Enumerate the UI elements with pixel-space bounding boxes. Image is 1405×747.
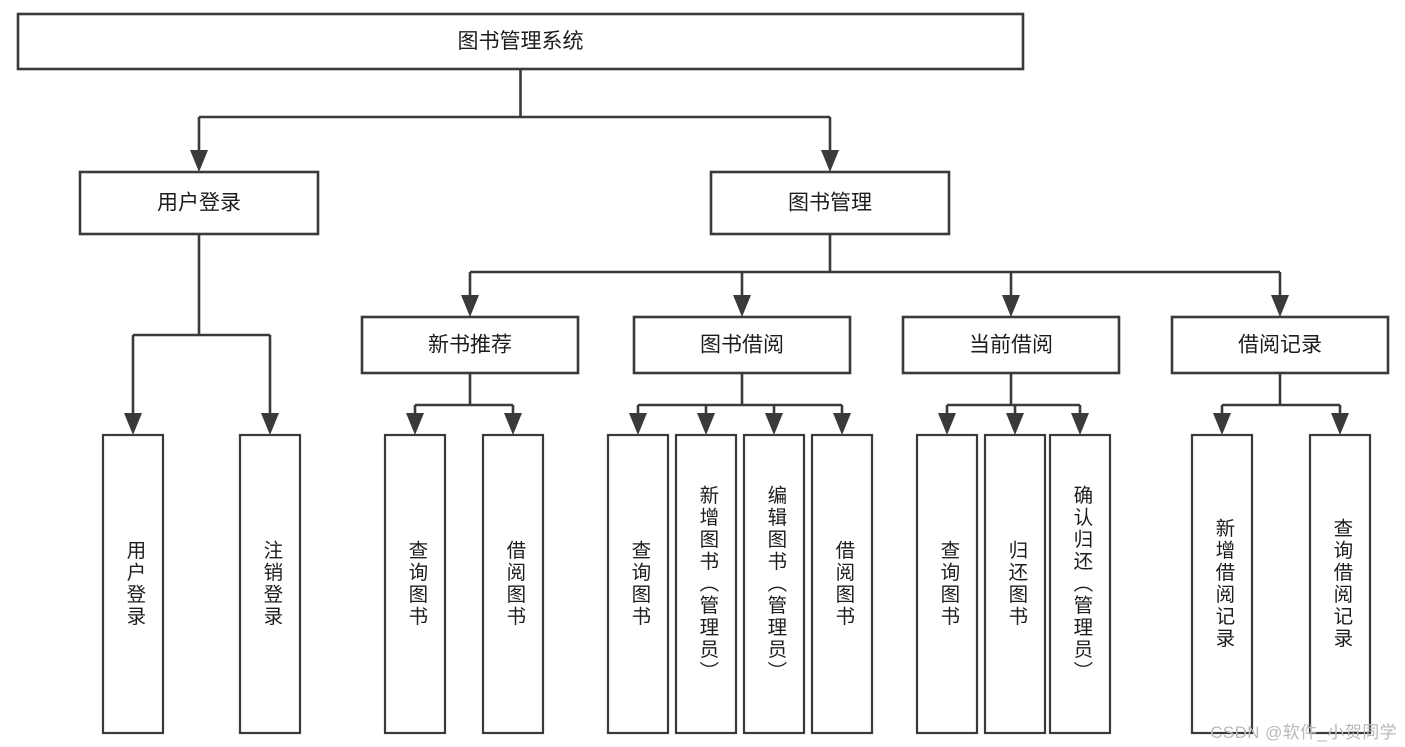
node-label: 归还图书 xyxy=(1005,540,1028,628)
node-box xyxy=(810,433,874,735)
arrow-head-icon xyxy=(504,413,522,435)
node-box xyxy=(915,433,979,735)
arrow-head-icon xyxy=(765,413,783,435)
node-box xyxy=(1308,433,1372,735)
node-label: 新书推荐 xyxy=(428,334,512,357)
arrow-head-icon xyxy=(261,413,279,435)
node-new-book-rec[interactable]: 新书推荐 xyxy=(360,315,580,375)
node-box xyxy=(16,12,1025,71)
node-box xyxy=(674,433,738,735)
node-label: 注销登录 xyxy=(260,540,283,628)
arrow-head-icon xyxy=(1002,295,1020,317)
node-leaf-borrow-book-rec[interactable]: 借阅图书 xyxy=(481,433,545,735)
arrow-head-icon xyxy=(629,413,647,435)
node-label: 用户登录 xyxy=(123,540,146,628)
node-book-manage[interactable]: 图书管理 xyxy=(709,170,951,236)
arrow-head-icon xyxy=(938,413,956,435)
connector-newbookrec-to-leaves xyxy=(406,373,522,435)
arrow-head-icon xyxy=(406,413,424,435)
node-current-borrow[interactable]: 当前借阅 xyxy=(901,315,1121,375)
arrow-head-icon xyxy=(124,413,142,435)
connector-bookborrow-to-leaves xyxy=(629,373,851,435)
node-box xyxy=(1170,315,1390,375)
node-box xyxy=(1190,433,1254,735)
node-leaf-user-login[interactable]: 用户登录 xyxy=(101,433,165,735)
node-box xyxy=(901,315,1121,375)
node-leaf-add-record[interactable]: 新增借阅记录 xyxy=(1190,433,1254,735)
node-leaf-edit-book[interactable]: 编辑图书（管理员） xyxy=(742,433,806,735)
arrow-head-icon xyxy=(461,295,479,317)
node-leaf-logout[interactable]: 注销登录 xyxy=(238,433,302,735)
node-label: 查询借阅记录 xyxy=(1330,518,1353,650)
connector-layer xyxy=(124,69,1349,435)
node-box xyxy=(606,433,670,735)
node-borrow-record[interactable]: 借阅记录 xyxy=(1170,315,1390,375)
node-leaf-borrow-book[interactable]: 借阅图书 xyxy=(810,433,874,735)
arrow-head-icon xyxy=(833,413,851,435)
arrow-head-icon xyxy=(1071,413,1089,435)
node-root[interactable]: 图书管理系统 xyxy=(16,12,1025,71)
node-label: 查询图书 xyxy=(937,540,960,628)
node-label: 图书管理系统 xyxy=(458,30,584,53)
node-box xyxy=(632,315,852,375)
arrow-head-icon xyxy=(190,150,208,172)
arrow-head-icon xyxy=(1006,413,1024,435)
node-user-login[interactable]: 用户登录 xyxy=(78,170,320,236)
node-box xyxy=(1048,433,1112,735)
node-leaf-confirm-return[interactable]: 确认归还（管理员） xyxy=(1048,433,1112,735)
node-box xyxy=(983,433,1047,735)
node-box xyxy=(238,433,302,735)
node-label: 借阅图书 xyxy=(503,540,526,628)
node-label: 用户登录 xyxy=(157,192,241,215)
node-box xyxy=(78,170,320,236)
node-label: 确认归还（管理员） xyxy=(1070,485,1093,683)
node-box xyxy=(481,433,545,735)
node-leaf-query-book-rec[interactable]: 查询图书 xyxy=(383,433,447,735)
node-label: 查询图书 xyxy=(405,540,428,628)
node-leaf-add-book[interactable]: 新增图书（管理员） xyxy=(674,433,738,735)
node-leaf-query-record[interactable]: 查询借阅记录 xyxy=(1308,433,1372,735)
node-box xyxy=(742,433,806,735)
node-box xyxy=(709,170,951,236)
connector-borrowrecord-to-leaves xyxy=(1213,373,1349,435)
node-label: 查询图书 xyxy=(628,540,651,628)
node-box xyxy=(383,433,447,735)
node-layer: 图书管理系统用户登录图书管理新书推荐图书借阅当前借阅借阅记录用户登录注销登录查询… xyxy=(16,12,1390,735)
arrow-head-icon xyxy=(733,295,751,317)
connector-currentborrow-to-leaves xyxy=(938,373,1089,435)
arrow-head-icon xyxy=(1213,413,1231,435)
node-label: 新增图书（管理员） xyxy=(696,485,719,683)
node-label: 编辑图书（管理员） xyxy=(764,485,787,683)
node-leaf-query-book-cur[interactable]: 查询图书 xyxy=(915,433,979,735)
node-label: 借阅记录 xyxy=(1238,334,1322,357)
node-label: 借阅图书 xyxy=(832,540,855,628)
node-box xyxy=(101,433,165,735)
node-label: 图书管理 xyxy=(788,192,872,215)
node-label: 当前借阅 xyxy=(969,334,1053,357)
connector-userlogin-to-leaves xyxy=(124,234,279,435)
node-leaf-return-book[interactable]: 归还图书 xyxy=(983,433,1047,735)
node-box xyxy=(360,315,580,375)
arrow-head-icon xyxy=(821,150,839,172)
node-label: 图书借阅 xyxy=(700,334,784,357)
node-book-borrow[interactable]: 图书借阅 xyxy=(632,315,852,375)
arrow-head-icon xyxy=(697,413,715,435)
arrow-head-icon xyxy=(1271,295,1289,317)
connector-bookmanage-to-level3 xyxy=(461,234,1289,317)
node-label: 新增借阅记录 xyxy=(1212,518,1235,650)
arrow-head-icon xyxy=(1331,413,1349,435)
node-leaf-query-book-borrow[interactable]: 查询图书 xyxy=(606,433,670,735)
connector-root-to-level2 xyxy=(190,69,839,172)
